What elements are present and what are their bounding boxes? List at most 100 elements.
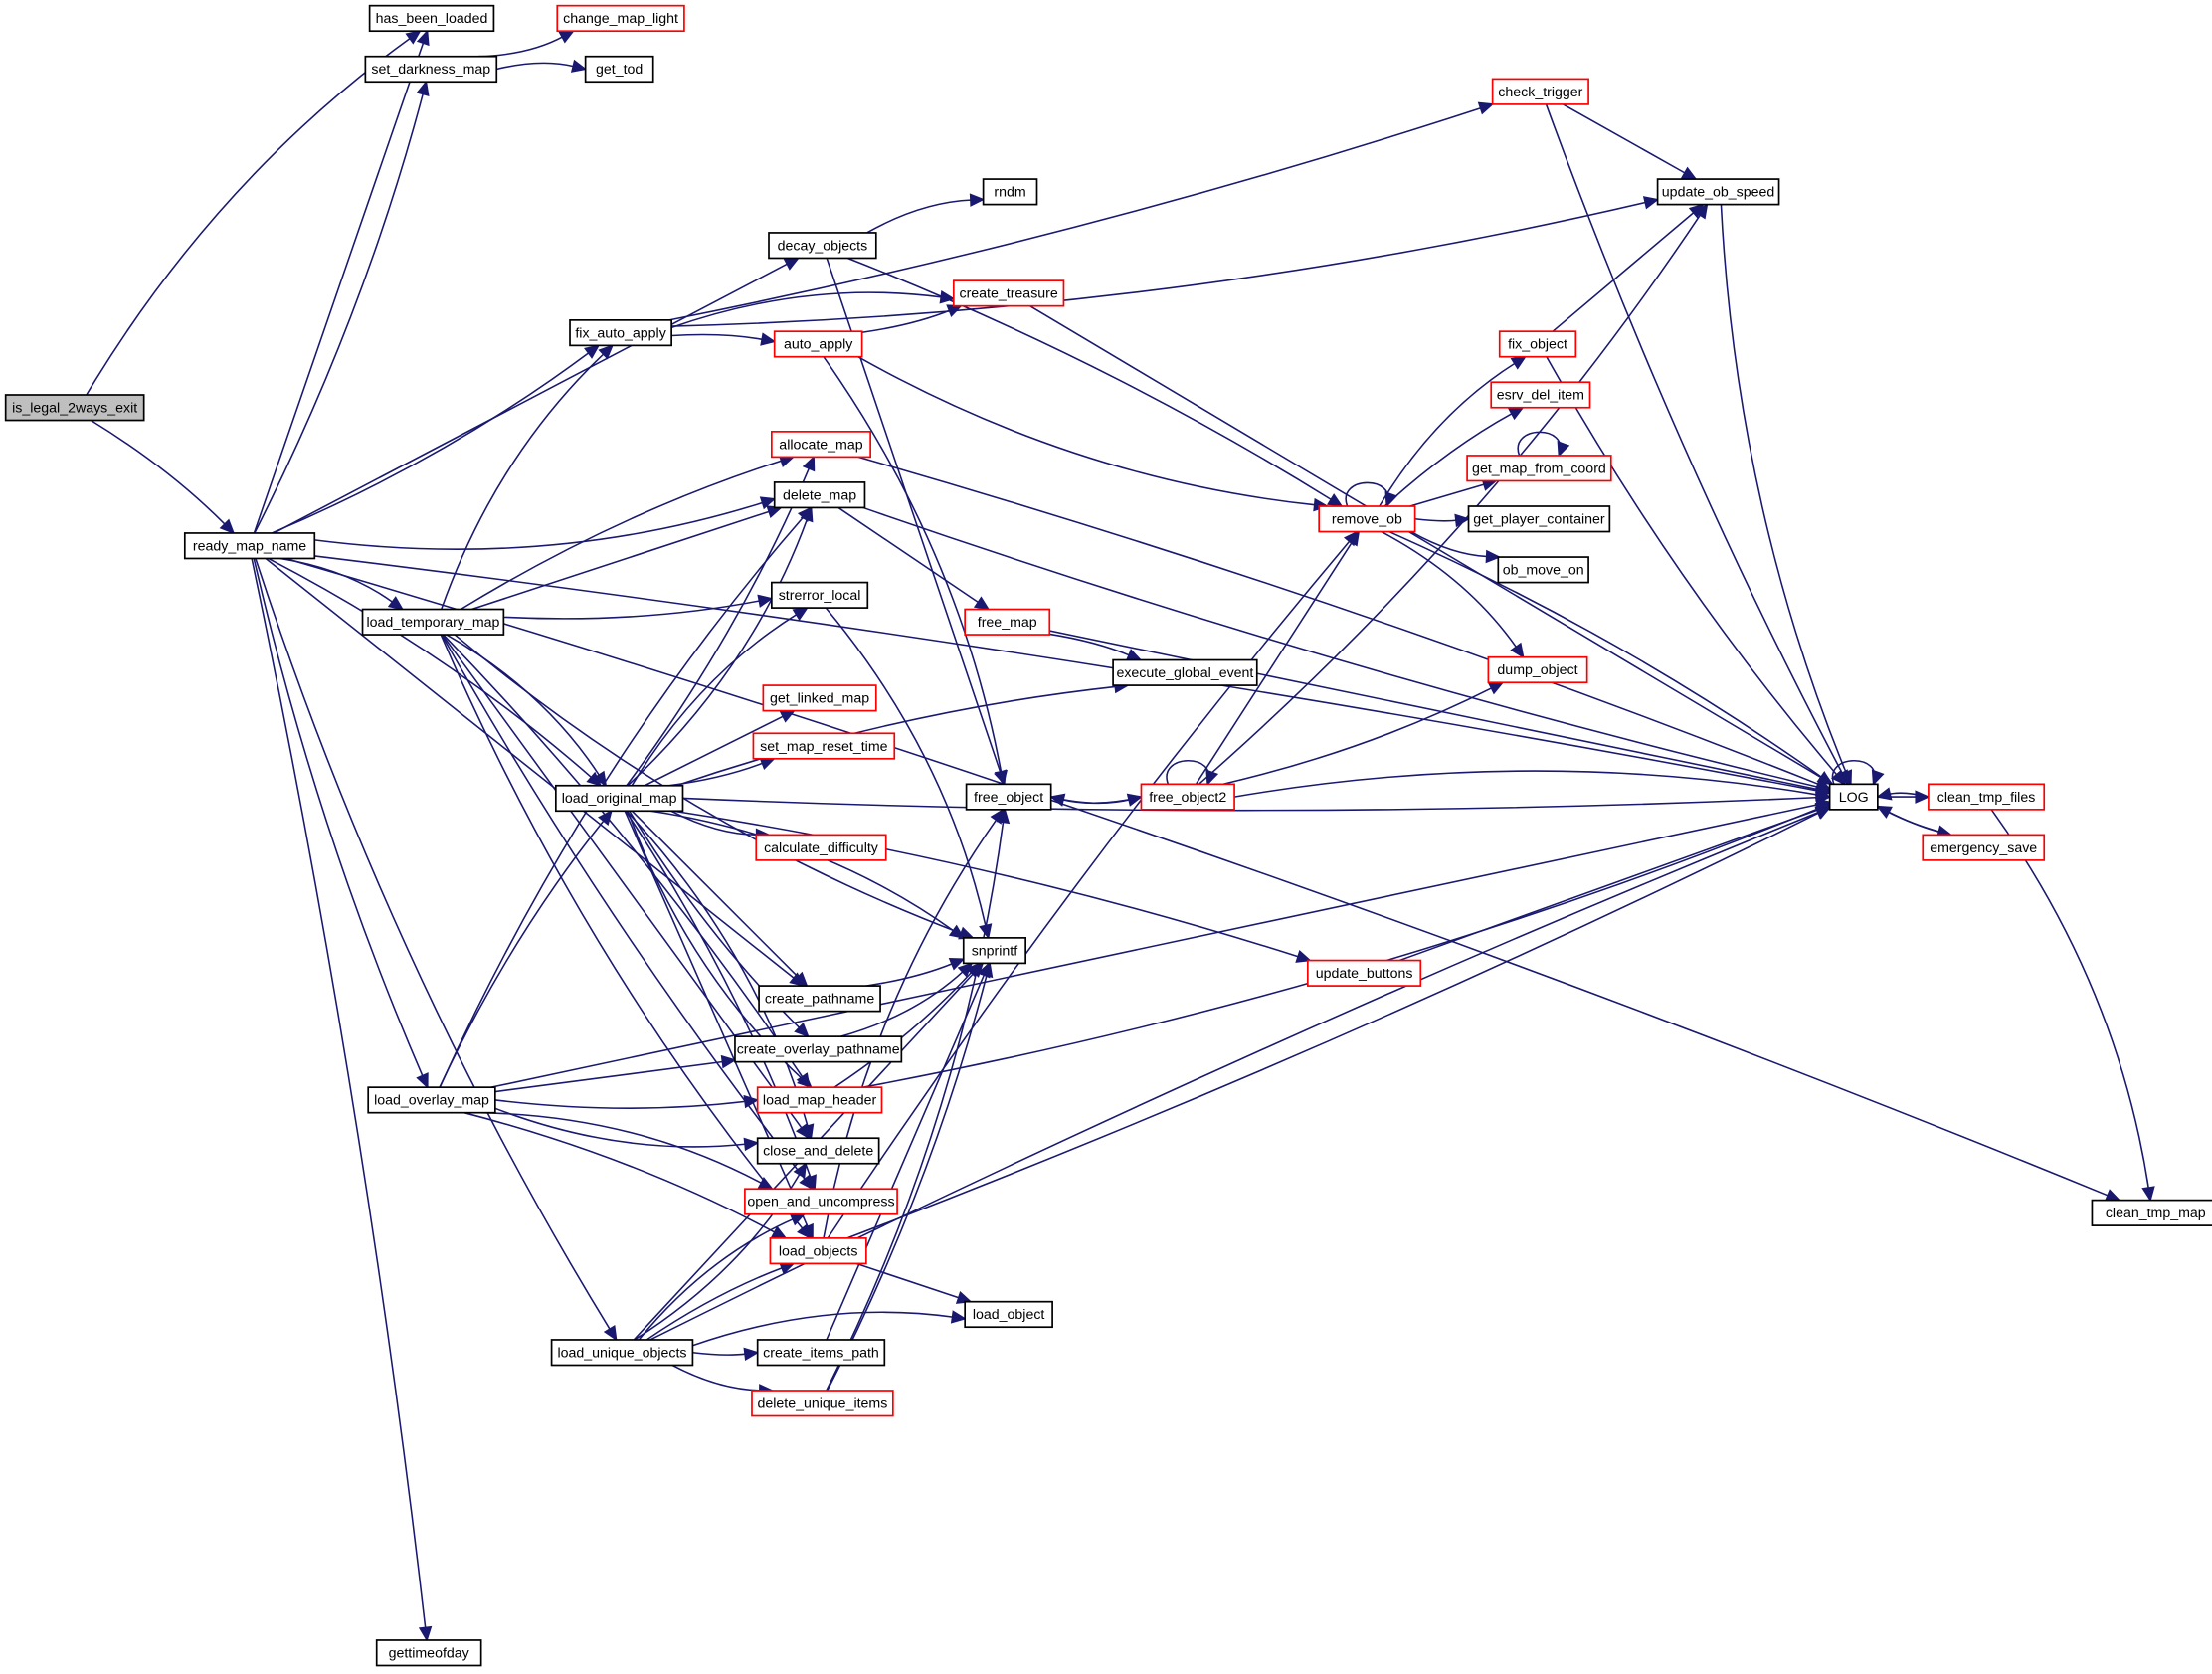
edge-line [1410, 530, 1489, 558]
node-emergency-save[interactable]: emergency_save [1922, 834, 2046, 861]
node-create-treasure[interactable]: create_treasure [952, 279, 1065, 307]
edge-ready_map_name-to-set_darkness_map [254, 80, 430, 534]
edge-load_objects-to-free_object [823, 808, 1005, 1239]
node-log[interactable]: LOG [1828, 783, 1879, 811]
edge-load_original_map-to-strerror_local [631, 607, 809, 787]
edge-line [265, 557, 796, 980]
node-label: check_trigger [1498, 85, 1582, 100]
edge-line [1379, 362, 1517, 507]
edge-ready_map_name-to-has_been_loaded [253, 29, 430, 534]
node-set-map-reset-time[interactable]: set_map_reset_time [752, 732, 896, 760]
node-strerror-local[interactable]: strerror_local [770, 581, 869, 609]
edge-line [1222, 686, 1494, 786]
node-create-items-path[interactable]: create_items_path [756, 1339, 886, 1367]
node-box [756, 1086, 883, 1114]
edge-LOG-to-LOG [1831, 759, 1885, 786]
edge-line [1198, 213, 1702, 785]
edge-line [692, 1311, 955, 1347]
node-label: load_object [973, 1307, 1045, 1323]
edge-line [846, 812, 1820, 1239]
node-open-and-uncompress[interactable]: open_and_uncompress [744, 1188, 898, 1215]
node-get-map-from-coord[interactable]: get_map_from_coord [1466, 455, 1612, 482]
node-change-map-light[interactable]: change_map_light [556, 4, 685, 33]
node-clean-tmp-files[interactable]: clean_tmp_files [1928, 783, 2046, 811]
node-label: open_and_uncompress [747, 1195, 894, 1210]
node-check-trigger[interactable]: check_trigger [1491, 78, 1589, 105]
edge-load_original_map-to-snprintf [649, 810, 966, 939]
edge-ready_map_name-to-LOG [314, 555, 1832, 798]
node-load-original-map[interactable]: load_original_map [554, 784, 684, 813]
node-snprintf[interactable]: snprintf [962, 937, 1027, 965]
edge-free_object2-to-free_object [1048, 793, 1142, 807]
edge-line [692, 1351, 747, 1356]
arrowhead-icon [757, 1176, 775, 1191]
node-decay-objects[interactable]: decay_objects [768, 232, 877, 260]
arrowhead-icon [743, 1137, 760, 1152]
edge-line [866, 199, 973, 234]
edge-line [862, 506, 1819, 789]
node-update-buttons[interactable]: update_buttons [1306, 959, 1422, 987]
node-fix-object[interactable]: fix_object [1498, 330, 1577, 358]
node-ready-map-name[interactable]: ready_map_name [183, 532, 316, 560]
node-box [183, 532, 316, 560]
node-rndm[interactable]: rndm [982, 178, 1038, 206]
edge-line [1990, 809, 2150, 1190]
node-close-and-delete[interactable]: close_and_delete [756, 1137, 880, 1165]
node-create-pathname[interactable]: create_pathname [758, 985, 881, 1013]
edge-line [314, 501, 765, 550]
node-set-darkness-map[interactable]: set_darkness_map [364, 55, 498, 84]
node-get-tod[interactable]: get_tod [584, 55, 654, 84]
edge-load_temporary_map-to-load_original_map [446, 634, 608, 788]
node-clean-tmp-map[interactable]: clean_tmp_map [2091, 1199, 2212, 1226]
node-auto-apply[interactable]: auto_apply [773, 330, 863, 358]
node-load-unique-objects[interactable]: load_unique_objects [550, 1339, 694, 1367]
node-free-object2[interactable]: free_object2 [1140, 783, 1235, 811]
node-get-linked-map[interactable]: get_linked_map [762, 684, 877, 712]
node-free-object[interactable]: free_object [965, 783, 1052, 811]
edge-is_legal_2ways_exit-to-ready_map_name [90, 419, 236, 535]
arrowhead-icon [1510, 642, 1525, 659]
edge-line [463, 1111, 777, 1234]
node-ob-move-on[interactable]: ob_move_on [1497, 556, 1589, 584]
node-gettimeofday[interactable]: gettimeofday [375, 1639, 482, 1667]
edge-auto_apply-to-remove_ob [857, 356, 1330, 512]
edge-ready_map_name-to-decay_objects [274, 257, 801, 534]
edge-line [825, 607, 987, 927]
node-label: load_overlay_map [374, 1093, 489, 1109]
arrowhead-icon [792, 971, 809, 988]
edge-line [857, 456, 1820, 786]
arrowhead-icon [779, 709, 797, 723]
edge-line [638, 1217, 795, 1341]
node-get-player-container[interactable]: get_player_container [1467, 505, 1611, 533]
node-calculate-difficulty[interactable]: calculate_difficulty [755, 834, 887, 861]
node-execute-global-event[interactable]: execute_global_event [1112, 658, 1258, 686]
node-has-been-loaded[interactable]: has_been_loaded [368, 4, 495, 33]
arrowhead-icon [558, 30, 575, 44]
node-esrv-del-item[interactable]: esrv_del_item [1490, 381, 1591, 409]
arrowhead-icon [1816, 771, 1833, 786]
node-free-map[interactable]: free_map [964, 608, 1051, 636]
arrowhead-icon [1557, 440, 1570, 458]
edge-clean_tmp_files-to-clean_tmp_map [1990, 809, 2155, 1203]
node-load-objects[interactable]: load_objects [769, 1237, 867, 1265]
node-load-object[interactable]: load_object [964, 1300, 1053, 1329]
node-dump-object[interactable]: dump_object [1487, 655, 1588, 684]
node-delete-unique-items[interactable]: delete_unique_items [751, 1390, 894, 1417]
edge-line [253, 41, 425, 534]
node-remove-ob[interactable]: remove_ob [1318, 505, 1416, 533]
arrowhead-icon [797, 506, 814, 523]
node-load-overlay-map[interactable]: load_overlay_map [367, 1086, 496, 1114]
node-load-temporary-map[interactable]: load_temporary_map [361, 608, 505, 636]
node-delete-map[interactable]: delete_map [773, 481, 866, 509]
node-label: dump_object [1497, 662, 1577, 678]
edge-ready_map_name-to-load_unique_objects [255, 558, 618, 1342]
node-fix-auto-apply[interactable]: fix_auto_apply [569, 319, 672, 347]
arrowhead-icon [973, 596, 991, 611]
node-create-overlay-pathname[interactable]: create_overlay_pathname [734, 1035, 903, 1063]
node-load-map-header[interactable]: load_map_header [756, 1086, 883, 1114]
edge-line [1398, 808, 1820, 962]
node-allocate-map[interactable]: allocate_map [770, 431, 871, 459]
node-update-ob-speed[interactable]: update_ob_speed [1656, 178, 1780, 206]
arrowhead-icon [1477, 101, 1495, 115]
